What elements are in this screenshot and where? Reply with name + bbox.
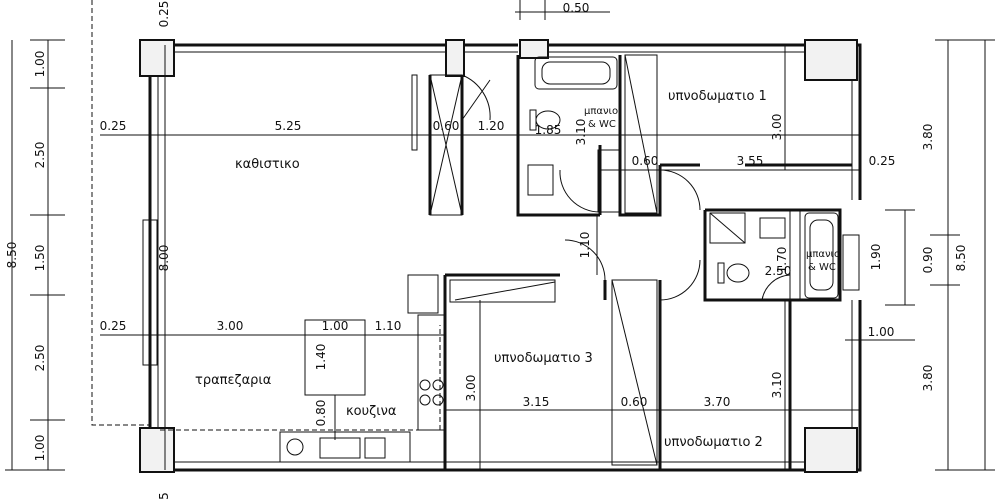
dim-label: 0.60 [621,395,648,409]
dim-label: 2.50 [33,142,47,169]
dim-label: 0.80 [314,400,328,427]
dim-label: 0.90 [921,247,935,274]
room-label-bedroom1: υπνοδωματιο 1 [668,89,767,104]
dim-label: 8.50 [5,242,19,269]
dim-label: 1.20 [478,119,505,133]
room-label-dining: τραπεζαρια [195,373,271,388]
toilet-icon [726,263,750,283]
fixtures [286,56,839,459]
dim-label: 3.15 [523,395,550,409]
stove-icon [419,379,431,391]
dim-label: 1.10 [578,232,592,259]
dim-label: 0.60 [632,154,659,168]
dim-label: 1.90 [869,244,883,271]
doors [461,74,791,301]
dim-label: 1.00 [322,319,349,333]
dim-label: 0.25 [100,319,127,333]
shower-icon [709,212,746,244]
dim-label: 0.25 [157,1,171,28]
room-label-bath1: μπανιο [584,106,618,117]
room-label-bedroom3: υπνοδωματιο 3 [494,351,593,366]
dim-label: 3.80 [921,124,935,151]
exterior-walls [142,43,862,472]
room-label-bath2-wc: & WC [808,262,836,273]
room-label-bath1-wc: & WC [588,119,616,130]
bathtub-icon [534,56,618,90]
room-label-living: καθιστικο [235,157,300,172]
dim-label: 1.00 [33,435,47,462]
columns [139,39,858,473]
dim-label: 3.10 [770,372,784,399]
dim-label: 1.00 [33,51,47,78]
dim-label: 5.25 [275,119,302,133]
dim-label: 1.00 [868,325,895,339]
dim-label: 2.50 [765,264,792,278]
dim-label: 0.60 [433,119,460,133]
sink-icon [527,164,554,196]
bathtub-icon [804,212,839,299]
dim-label: 0.25 [869,154,896,168]
room-label-bath2: μπανιο [806,249,840,260]
interior-walls [160,54,852,470]
dim-label: 1.70 [775,247,789,274]
dim-label: 0.25 [100,119,127,133]
sink-icon [286,438,304,456]
dim-label: 0.50 [563,1,590,15]
dim-label: 1.40 [314,344,328,371]
dim-label: 3.00 [217,319,244,333]
dim-label: 8.50 [954,245,968,272]
window-left [142,219,158,366]
dim-label: 3.55 [737,154,764,168]
dim-label: 3.70 [704,395,731,409]
dim-label: 3.10 [574,119,588,146]
window-right [842,234,860,291]
dim-label: 3.00 [464,375,478,402]
dim-label: 8.00 [157,245,171,272]
dim-label: 1.50 [33,245,47,272]
dim-label: 5 [157,492,171,500]
dim-label: 3.80 [921,365,935,392]
dim-label: 1.10 [375,319,402,333]
sink-icon [759,217,786,239]
dim-label: 1.85 [535,123,562,137]
dim-label: 3.00 [770,114,784,141]
dimension-lines [5,0,995,471]
dim-label: 2.50 [33,345,47,372]
room-label-kitchen: κουζινα [346,404,396,419]
room-label-bedroom2: υπνοδωματιο 2 [664,435,763,450]
